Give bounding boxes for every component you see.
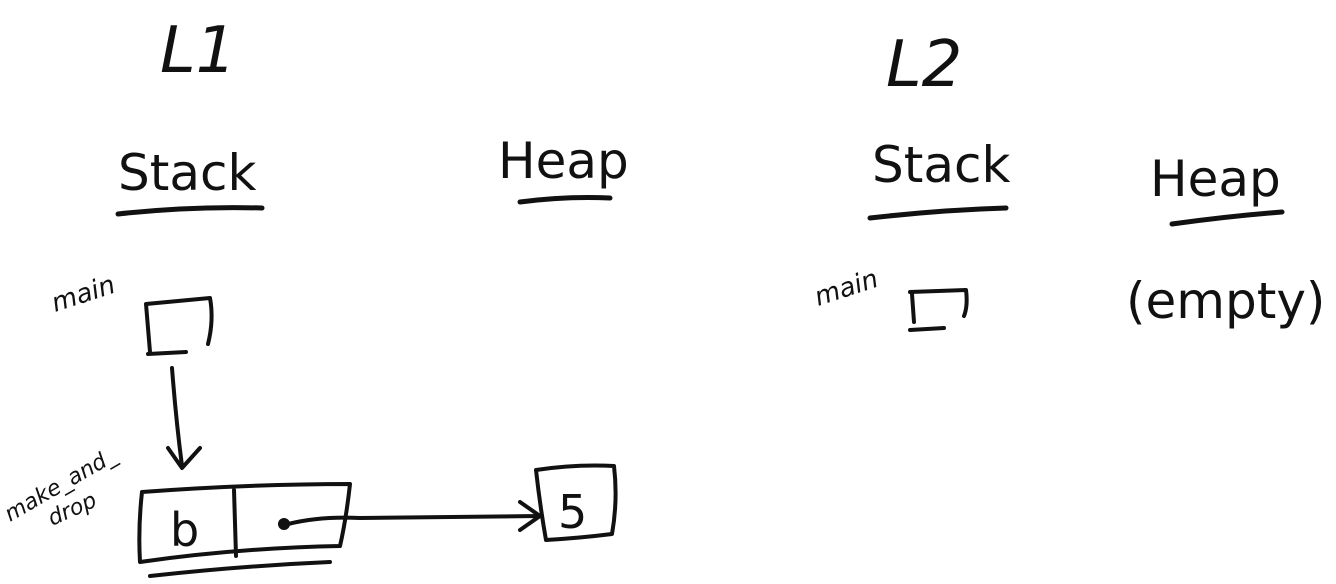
left-pointer-dot	[278, 518, 290, 530]
right-panel-title: L2	[886, 28, 962, 102]
right-heap-underline	[1169, 209, 1285, 227]
left-heap-value: 5	[558, 485, 587, 539]
right-main-frame-label: main	[811, 264, 882, 313]
left-panel-title: L1	[160, 14, 236, 88]
left-main-frame-label: main	[48, 270, 119, 319]
right-heap-empty-note: (empty)	[1126, 272, 1325, 330]
left-stack-heading: Stack	[118, 144, 256, 202]
right-main-frame-box	[908, 288, 969, 332]
left-make-and-drop-frame-box	[137, 482, 352, 578]
right-panel: L2 Stack Heap main (empty)	[811, 28, 1325, 332]
right-stack-heading: Stack	[872, 136, 1010, 194]
right-stack-underline	[867, 205, 1009, 221]
left-main-frame-box	[144, 296, 214, 356]
left-panel: L1 Stack Heap main make_and_ drop b 5	[1, 14, 629, 578]
left-stack-underline	[115, 205, 265, 217]
left-cell-b: b	[170, 503, 199, 557]
left-heap-heading: Heap	[498, 132, 629, 190]
right-heap-heading: Heap	[1150, 150, 1281, 208]
left-frame-cell-divider	[232, 488, 238, 558]
left-heap-box	[534, 463, 618, 542]
left-heap-underline	[517, 195, 613, 205]
left-frame-arrow	[166, 366, 202, 470]
left-pointer-arrow	[286, 500, 542, 532]
